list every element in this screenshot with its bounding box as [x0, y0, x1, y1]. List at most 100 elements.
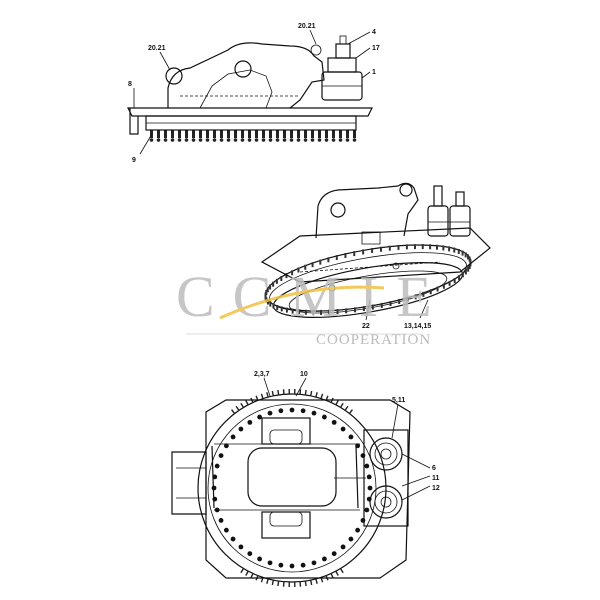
bolt [247, 419, 253, 425]
gear-tooth [230, 409, 236, 414]
gear-tooth [413, 244, 416, 250]
bolt [214, 463, 220, 469]
bolt [300, 562, 306, 568]
bolt [218, 453, 224, 458]
bolt-head [247, 138, 252, 142]
gear-tooth [436, 286, 439, 292]
gear-tooth [406, 296, 409, 302]
gear-tooth [272, 303, 275, 309]
callout-label: 5,11 [392, 397, 405, 404]
bolt-head [310, 138, 315, 142]
callout-label: 12 [432, 485, 440, 492]
callout-label: 22 [362, 323, 370, 330]
gear-tooth [344, 252, 347, 258]
bolt [230, 434, 236, 440]
bolt-head [296, 138, 301, 142]
bolt [332, 130, 335, 138]
bolt-head [191, 138, 196, 142]
gear-tooth [442, 245, 445, 251]
callout-label: 9 [132, 157, 136, 164]
gear-tooth [464, 269, 467, 275]
bolt [289, 563, 295, 569]
gear-tooth [277, 389, 280, 396]
gear-tooth [453, 278, 456, 284]
bolt-head [331, 138, 336, 142]
bolt-head [233, 138, 238, 142]
bolt [360, 453, 366, 458]
bolt [223, 527, 229, 533]
gear-tooth [328, 309, 331, 315]
gear-tooth [388, 245, 391, 251]
gear-tooth [461, 250, 464, 256]
watermark-tagline: COOPERATION [316, 332, 431, 348]
gear-tooth [271, 390, 275, 397]
bolt [311, 410, 317, 416]
callout-label: 20.21 [148, 45, 166, 52]
gear-tooth [319, 259, 322, 265]
bolt [331, 419, 337, 425]
bolt-head [170, 138, 175, 142]
bolt [300, 408, 306, 414]
bolt-head [198, 138, 203, 142]
bolt-head [268, 138, 273, 142]
side-view: 20.21 20.21 4 17 1 8 9 [127, 23, 380, 164]
bolt [311, 130, 314, 138]
gear-tooth [421, 244, 424, 250]
gear-tooth [250, 573, 254, 579]
bolt [311, 560, 317, 566]
isometric-view: 22 13,14,15 [260, 182, 491, 330]
callout-label: 13,14,15 [404, 323, 431, 330]
gear-tooth [345, 308, 348, 314]
bolt [178, 130, 181, 138]
bolt [262, 130, 265, 138]
bolt-head [289, 138, 294, 142]
gear-tooth [265, 289, 268, 295]
gear-tooth [285, 273, 288, 279]
bolt [267, 410, 273, 416]
bolt [227, 130, 230, 138]
gear-tooth [414, 294, 417, 300]
bolt-head [219, 138, 224, 142]
gear-tooth [275, 278, 278, 284]
gear-tooth [380, 302, 383, 308]
bolt [353, 130, 356, 138]
bolt [269, 130, 272, 138]
bolt-head [212, 138, 217, 142]
bolt [290, 130, 293, 138]
gear-tooth [435, 244, 438, 250]
gear-tooth [271, 579, 275, 586]
bolt-row [149, 130, 357, 142]
gear-tooth [304, 389, 307, 396]
bolt [206, 130, 209, 138]
bolt [238, 544, 244, 550]
bolt-head [282, 138, 287, 142]
gear-tooth [235, 405, 240, 411]
bolt-circle [211, 407, 373, 569]
gear-tooth [266, 578, 269, 584]
gear-tooth [379, 246, 382, 252]
bolt [331, 551, 337, 557]
bolt [304, 130, 307, 138]
bolt [267, 560, 273, 566]
bolt [247, 551, 253, 557]
gear-tooth [464, 252, 467, 258]
gear-tooth [457, 248, 460, 254]
gear-tooth [291, 308, 294, 314]
gear-tooth [311, 262, 314, 268]
bolt [248, 130, 251, 138]
gear-tooth [362, 306, 365, 312]
plan-view: 2,3,7 10 5,11 6 11 12 [171, 371, 440, 587]
bolt [230, 536, 236, 542]
gear-tooth [304, 264, 307, 270]
bolt [185, 130, 188, 138]
callout-label: 17 [372, 45, 380, 52]
watermark-swoosh [219, 285, 385, 320]
bolt-head [226, 138, 231, 142]
bolt [278, 408, 284, 414]
bolt-head [205, 138, 210, 142]
bolt-head [275, 138, 280, 142]
bolt [318, 130, 321, 138]
brand-watermark: CCMIE COOPERATION [176, 264, 432, 348]
callout-label: 10 [300, 371, 308, 378]
